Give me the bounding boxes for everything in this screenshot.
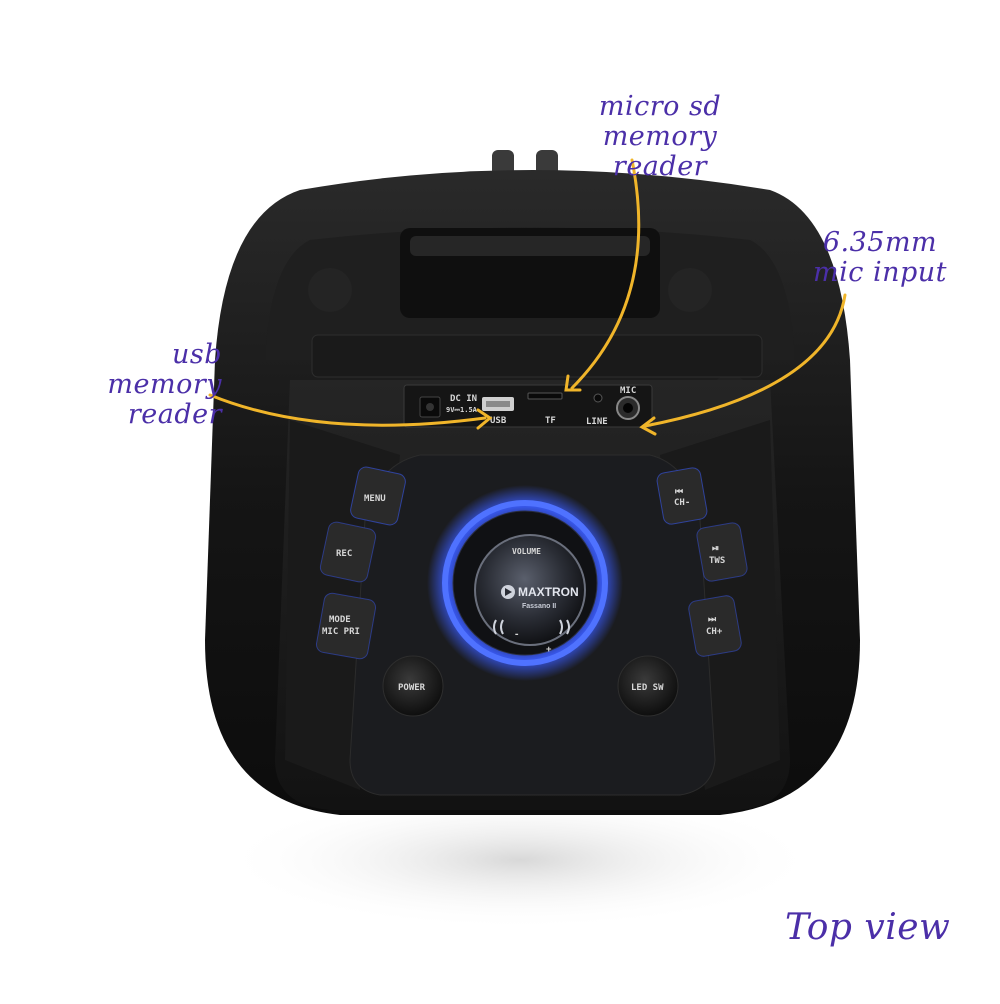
usb-reader-line1: usb memory <box>107 339 222 400</box>
usb-arrow <box>208 393 487 427</box>
play-pause-icon: ⏯ <box>712 544 719 554</box>
menu-button[interactable]: MENU <box>349 466 407 527</box>
line-label: LINE <box>586 417 608 427</box>
led-switch-button[interactable]: LED SW <box>617 655 679 717</box>
port-panel <box>403 384 653 428</box>
ch-plus-label: CH+ <box>706 627 723 637</box>
rotate-left-icon <box>493 619 504 635</box>
pad-top-right <box>668 268 712 312</box>
sd-reader-annotation: micro sd memory reader <box>560 92 760 182</box>
mic-input-line1: 6.35mm <box>822 227 938 258</box>
sd-reader-line1: micro sd <box>598 91 722 122</box>
mic-label: MIC <box>620 386 636 396</box>
usb-reader-annotation: usb memory reader <box>72 340 222 430</box>
volume-ring <box>442 500 608 666</box>
led-sw-label: LED SW <box>631 683 664 693</box>
tws-label: TWS <box>709 556 725 566</box>
volume-label: VOLUME <box>512 547 541 556</box>
rec-label: REC <box>336 549 352 559</box>
sd-reader-line2: memory reader <box>602 121 718 182</box>
line-jack[interactable] <box>593 393 603 403</box>
usb-reader-line2: reader <box>127 399 222 430</box>
sd-arrow <box>570 158 641 390</box>
play-pause-button[interactable]: ⏯ TWS <box>696 522 749 583</box>
prev-icon: ⏮ <box>675 487 683 497</box>
mic-pri-label: MIC PRI <box>322 627 360 637</box>
brand-name: MAXTRON <box>518 585 579 599</box>
ch-minus-label: CH- <box>674 498 690 508</box>
volume-knob[interactable] <box>474 534 586 646</box>
usb-label: USB <box>490 416 507 426</box>
prev-button[interactable]: ⏮ CH- <box>656 467 708 526</box>
volume-plus-label: + <box>546 645 552 655</box>
annotation-arrows <box>208 158 847 436</box>
next-icon: ⏭ <box>708 615 717 625</box>
shelf-bar <box>311 334 763 378</box>
tf-label: TF <box>545 416 556 426</box>
mic-arrow <box>643 293 847 428</box>
top-view-label: Top view <box>785 907 951 948</box>
power-label: POWER <box>398 683 426 693</box>
mode-button[interactable]: MODE MIC PRI <box>315 592 377 660</box>
dc-rating-label: 9V⎓1.5A <box>446 406 478 414</box>
pad-top-left <box>308 268 352 312</box>
mic-input-annotation: 6.35mm mic input <box>805 228 955 288</box>
tf-card-slot[interactable] <box>527 392 563 400</box>
menu-label: MENU <box>364 494 386 504</box>
dc-in-label: DC IN <box>450 394 477 404</box>
rec-button[interactable]: REC <box>319 521 377 584</box>
model-name: Fassano II <box>522 603 556 610</box>
mic-input-line2: mic input <box>813 257 947 288</box>
rotate-right-icon <box>559 619 570 635</box>
power-button[interactable]: POWER <box>382 655 444 717</box>
volume-minus-label: - <box>514 630 519 640</box>
next-button[interactable]: ⏭ CH+ <box>687 594 742 657</box>
mode-label: MODE <box>329 615 351 625</box>
floor-shadow <box>220 790 820 930</box>
